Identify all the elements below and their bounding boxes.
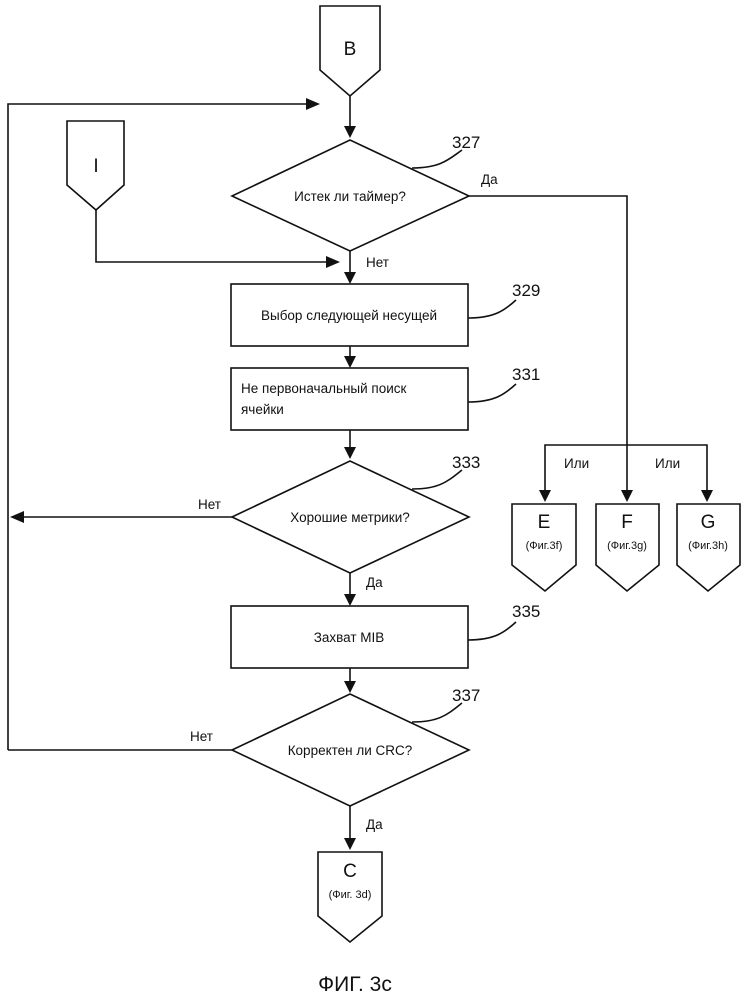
connector-i-letter: I [93,156,98,177]
arrowhead [701,490,713,502]
label-333-no: Нет [198,497,221,512]
label-or-1: Или [564,456,589,471]
connector-e-ref: (Фиг.3f) [526,540,563,552]
connector-i: I [67,121,124,210]
label-333-yes: Да [366,575,383,590]
label-327-yes: Да [481,172,498,187]
connector-e: E (Фиг.3f) [512,504,576,591]
decision-337-text: Корректен ли CRC? [288,743,413,758]
decision-337: Корректен ли CRC? [232,694,469,806]
ref-331: 331 [512,365,540,384]
connector-g-letter: G [701,512,716,533]
arrowhead [539,490,551,502]
process-329-text: Выбор следующей несущей [261,308,437,323]
connector-b-letter: B [344,39,357,60]
leader-329 [468,300,516,318]
arrowhead [344,681,356,693]
edge-327-yes [469,196,627,445]
decision-333-text: Хорошие метрики? [290,510,410,525]
process-331-line2: ячейки [241,402,284,417]
connector-g-ref: (Фиг.3h) [688,540,728,552]
arrowhead [344,594,356,606]
decision-327-text: Истек ли таймер? [294,189,406,204]
process-331-line1: Не первоначальный поиск [241,381,407,396]
arrowhead [621,490,633,502]
connector-f-letter: F [621,512,633,533]
label-337-no: Нет [190,729,213,744]
arrowhead [326,256,340,268]
ref-335: 335 [512,602,540,621]
ref-327: 327 [452,133,480,152]
connector-f: F (Фиг.3g) [596,504,659,591]
leader-337 [412,703,462,722]
leader-335 [468,622,516,640]
arrowhead [306,98,320,110]
arrowhead [344,272,356,284]
label-327-no: Нет [366,255,389,270]
arrowhead [344,838,356,850]
arrowhead [344,356,356,368]
ref-329: 329 [512,281,540,300]
ref-337: 337 [452,686,480,705]
leader-331 [468,384,516,402]
process-335: Захват MIB [231,606,468,668]
connector-e-letter: E [538,512,551,533]
process-331: Не первоначальный поиск ячейки [231,368,468,430]
arrowhead [344,126,356,138]
leader-333 [412,470,462,489]
ref-333: 333 [452,453,480,472]
connector-b: B [320,6,380,96]
arrowhead [10,511,24,523]
arrowhead [344,447,356,459]
figure-caption: ФИГ. 3с [318,973,392,996]
connector-f-ref: (Фиг.3g) [607,540,647,552]
label-or-2: Или [655,456,680,471]
decision-333: Хорошие метрики? [232,461,469,573]
process-335-text: Захват MIB [314,630,385,645]
label-337-yes: Да [366,817,383,832]
leader-327 [412,150,462,168]
connector-c-letter: C [343,861,357,882]
connector-g: G (Фиг.3h) [677,504,740,591]
process-329: Выбор следующей несущей [231,284,468,346]
connector-c: C (Фиг. 3d) [318,852,382,942]
decision-327: Истек ли таймер? [232,140,469,251]
connector-c-ref: (Фиг. 3d) [329,889,372,901]
